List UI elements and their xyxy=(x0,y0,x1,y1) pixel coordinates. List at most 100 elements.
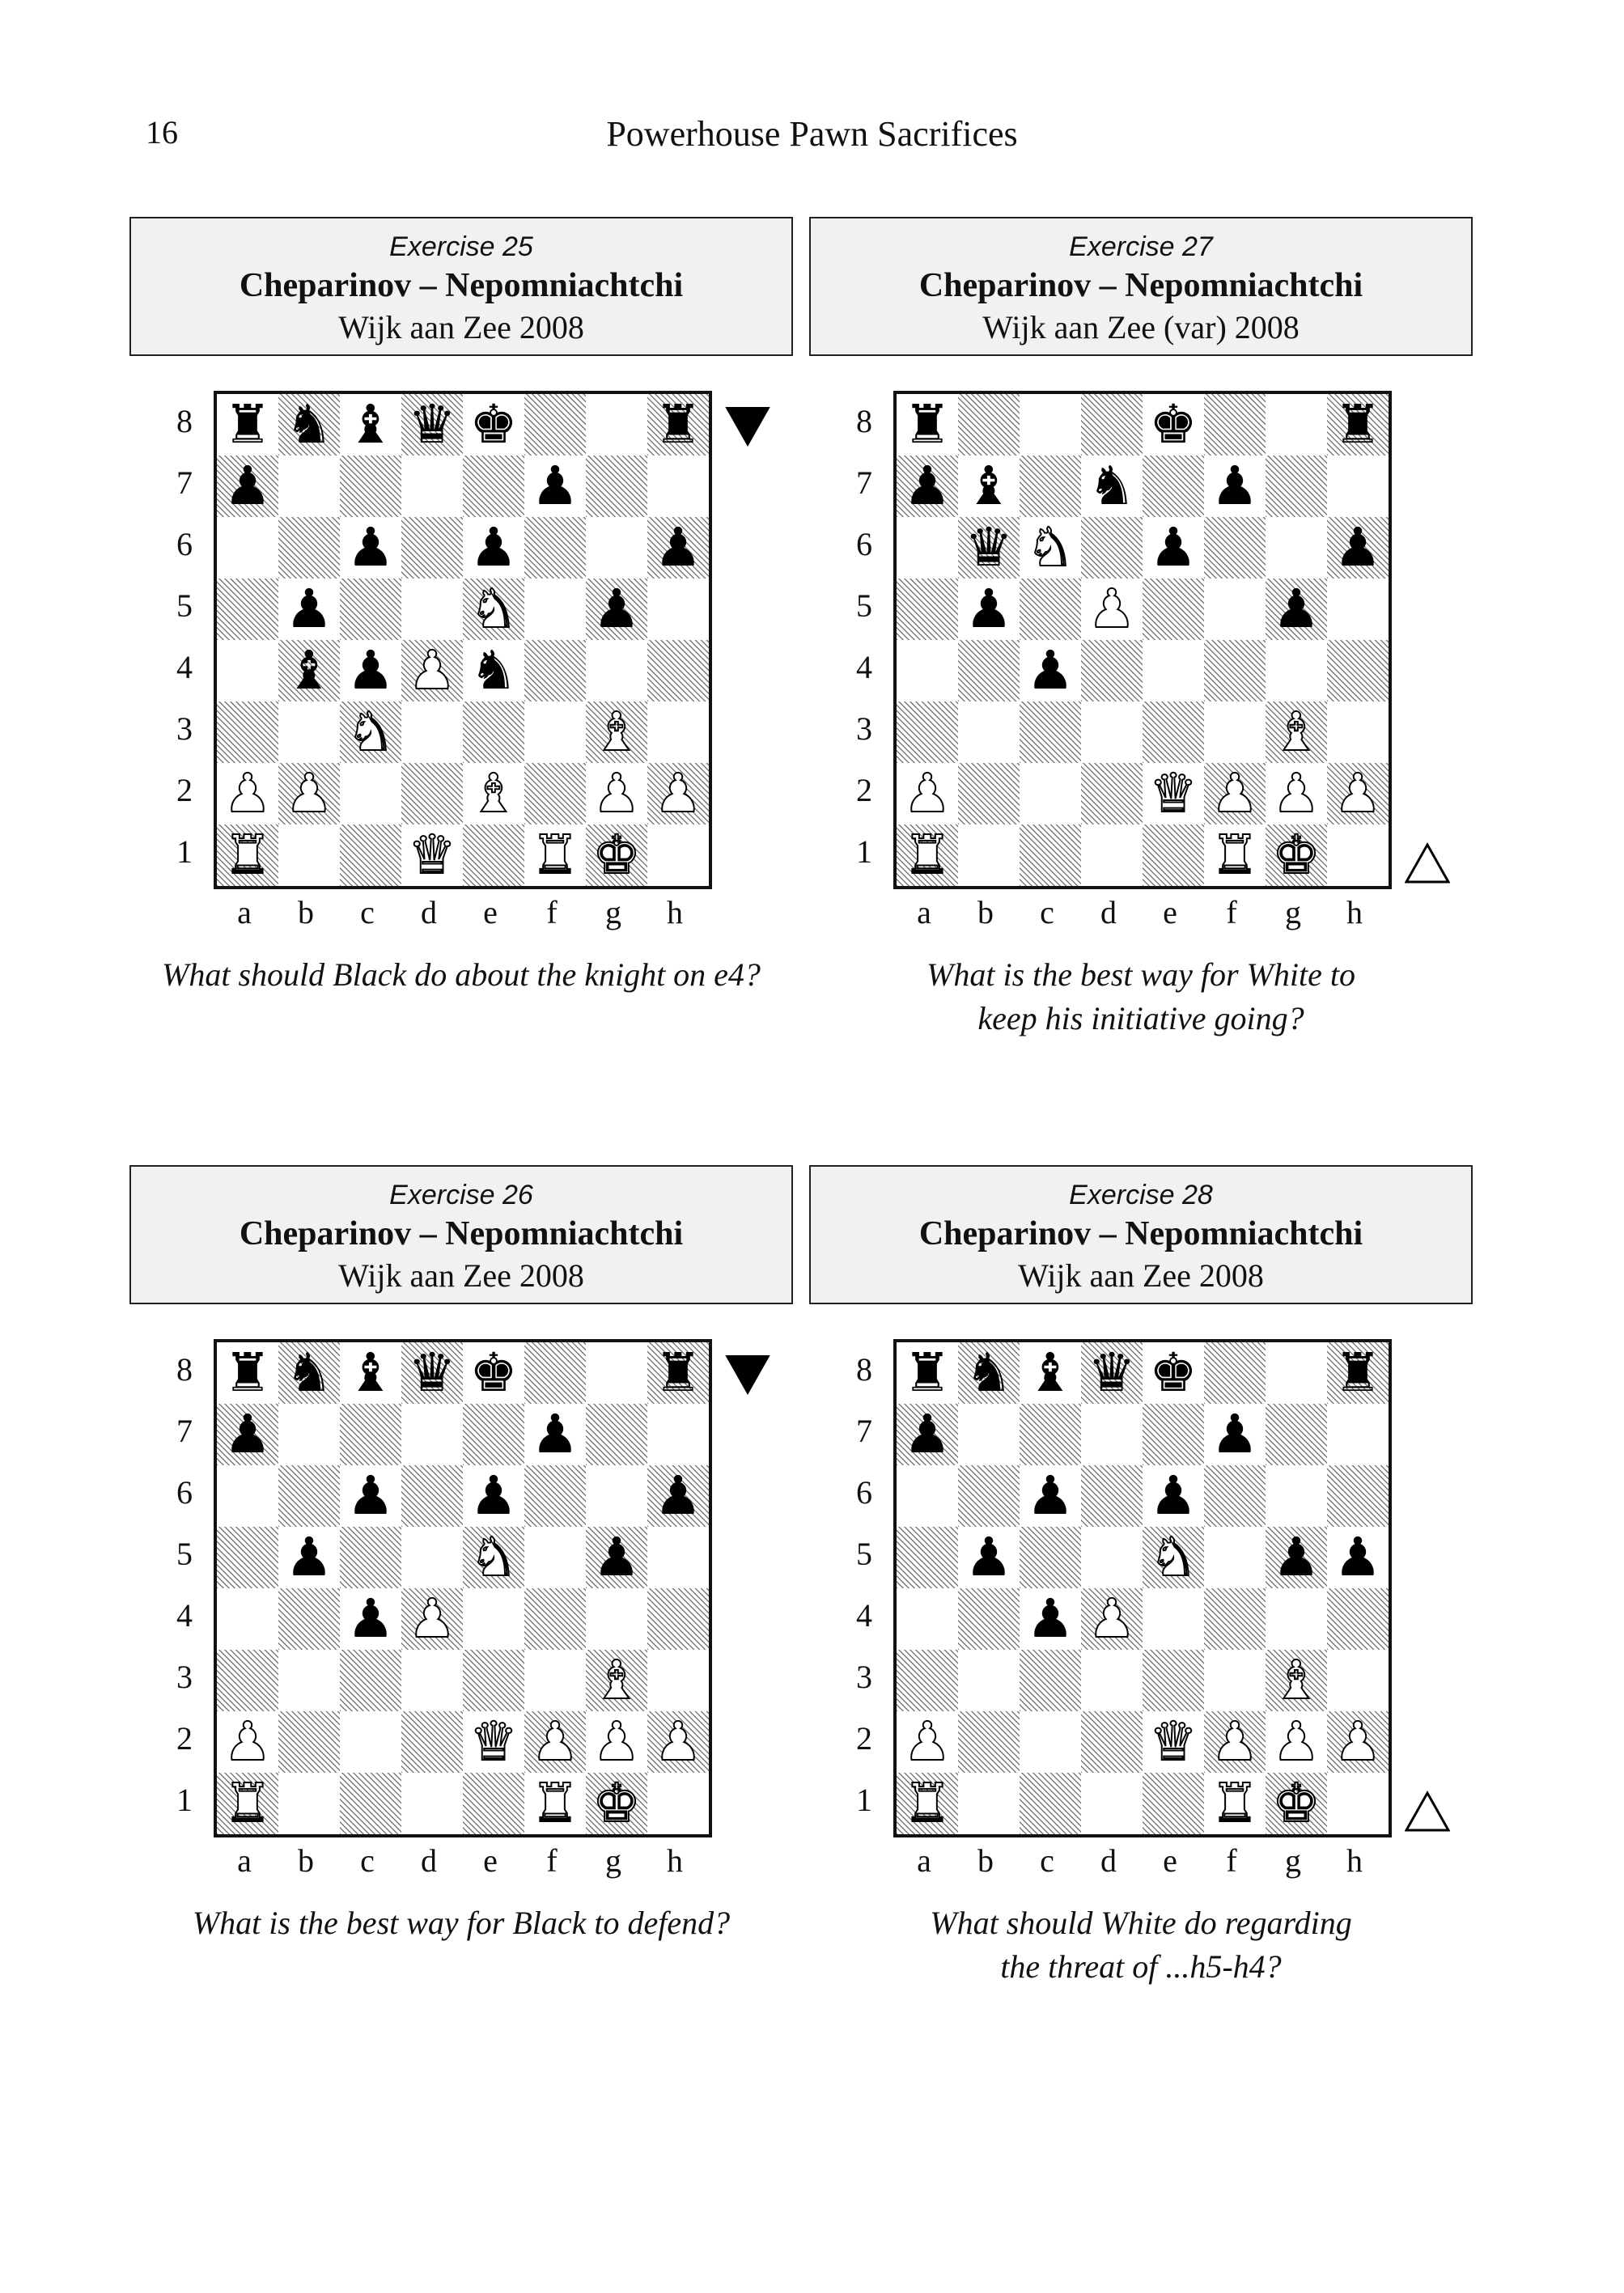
square-c3 xyxy=(1020,1650,1081,1711)
square-b4 xyxy=(278,1588,340,1650)
black-bishop-icon: ♝ xyxy=(346,393,395,456)
square-h4 xyxy=(1327,1588,1389,1650)
square-d4: ♟ xyxy=(1081,1587,1143,1651)
black-rook-icon: ♜ xyxy=(223,1341,272,1404)
white-pawn-icon: ♟ xyxy=(223,762,272,825)
square-g8 xyxy=(586,394,647,456)
exercise-label: Exercise 25 xyxy=(389,231,533,262)
square-b3 xyxy=(958,1650,1020,1711)
square-a1: ♜ xyxy=(217,824,278,887)
square-d2 xyxy=(401,1711,463,1773)
white-knight-icon: ♞ xyxy=(1148,1526,1198,1589)
question-line: the threat of ...h5-h4? xyxy=(1000,1948,1282,1985)
square-e3 xyxy=(1143,1650,1204,1711)
file-label: c xyxy=(1040,1842,1054,1879)
square-c8: ♝ xyxy=(340,394,401,456)
square-g7 xyxy=(1266,456,1327,517)
square-a1: ♜ xyxy=(897,824,958,887)
black-queen-icon: ♛ xyxy=(965,516,1013,579)
question-line: What should Black do about the knight on… xyxy=(162,956,761,993)
question-line: keep his initiative going? xyxy=(977,1000,1304,1036)
square-e6: ♟ xyxy=(463,517,524,579)
square-g5: ♟ xyxy=(1266,1527,1327,1588)
file-label: e xyxy=(1163,894,1177,930)
file-label: h xyxy=(667,894,683,930)
black-pawn-icon: ♟ xyxy=(346,639,395,701)
white-queen-icon: ♛ xyxy=(469,1710,518,1774)
exercise-players: Cheparinov – Nepomniachtchi xyxy=(239,1215,684,1252)
file-label: h xyxy=(667,1842,683,1879)
square-a5 xyxy=(217,1527,278,1588)
square-c8 xyxy=(1020,394,1081,456)
square-h4 xyxy=(647,640,709,701)
square-f1: ♜ xyxy=(1204,1772,1266,1835)
black-pawn-icon: ♟ xyxy=(531,455,579,517)
square-e5: ♞ xyxy=(1143,1526,1204,1589)
rank-label: 5 xyxy=(176,1536,193,1572)
black-pawn-icon: ♟ xyxy=(531,1403,579,1465)
file-label: a xyxy=(237,1842,252,1879)
rank-label: 7 xyxy=(856,464,872,501)
rank-label: 3 xyxy=(856,710,872,747)
square-b1 xyxy=(278,1773,340,1834)
square-c1 xyxy=(340,1773,401,1834)
exercise-event: Wijk aan Zee 2008 xyxy=(1018,1257,1264,1294)
square-a3 xyxy=(217,701,278,763)
square-f3 xyxy=(1204,1650,1266,1711)
square-f6 xyxy=(524,517,586,579)
black-queen-icon: ♛ xyxy=(1088,1341,1136,1404)
square-h2: ♟ xyxy=(1327,1710,1389,1774)
square-g4 xyxy=(586,1588,647,1650)
rank-label: 2 xyxy=(856,772,872,808)
black-pawn-icon: ♟ xyxy=(1211,1403,1259,1465)
square-g3: ♝ xyxy=(586,1649,647,1712)
rank-label: 8 xyxy=(856,403,872,439)
square-e3 xyxy=(1143,701,1204,763)
rank-label: 1 xyxy=(856,1782,872,1818)
file-label: h xyxy=(1346,1842,1363,1879)
file-label: a xyxy=(917,1842,931,1879)
file-label: g xyxy=(605,894,621,930)
exercise-event: Wijk aan Zee 2008 xyxy=(338,309,584,345)
white-pawn-icon: ♟ xyxy=(653,1710,702,1774)
square-a8: ♜ xyxy=(897,1342,958,1404)
rank-label: 5 xyxy=(856,1536,872,1572)
square-g4 xyxy=(1266,1588,1327,1650)
square-h3 xyxy=(1327,701,1389,763)
white-pawn-icon: ♟ xyxy=(407,1587,456,1651)
square-g5: ♟ xyxy=(586,1527,647,1588)
file-label: h xyxy=(1346,894,1363,930)
square-b7: ♝ xyxy=(958,456,1020,517)
square-h3 xyxy=(1327,1650,1389,1711)
square-b5: ♟ xyxy=(958,579,1020,640)
square-d3 xyxy=(1081,701,1143,763)
rank-label: 6 xyxy=(856,1474,872,1511)
square-e4 xyxy=(463,1588,524,1650)
black-pawn-icon: ♟ xyxy=(1272,1526,1321,1588)
black-pawn-icon: ♟ xyxy=(1149,516,1198,579)
black-pawn-icon: ♟ xyxy=(285,578,333,640)
square-d1 xyxy=(401,1773,463,1834)
black-bishop-icon: ♝ xyxy=(1026,1341,1075,1404)
exercise-header: Exercise 28 Cheparinov – Nepomniachtchi … xyxy=(809,1165,1473,1304)
square-f8 xyxy=(524,394,586,456)
square-h6: ♟ xyxy=(647,1465,709,1527)
white-rook-icon: ♜ xyxy=(902,824,952,887)
exercise-header: Exercise 25 Cheparinov – Nepomniachtchi … xyxy=(129,217,793,356)
square-d5 xyxy=(401,579,463,640)
square-c6: ♞ xyxy=(1020,516,1081,579)
white-pawn-icon: ♟ xyxy=(1210,762,1259,825)
square-c8: ♝ xyxy=(340,1342,401,1404)
white-to-move-icon xyxy=(1405,1790,1450,1832)
file-label: g xyxy=(1285,894,1301,930)
exercise-26: Exercise 26 Cheparinov – Nepomniachtchi … xyxy=(129,1165,793,2120)
square-e7 xyxy=(463,456,524,517)
square-c3 xyxy=(1020,701,1081,763)
question-line: What is the best way for White to xyxy=(926,956,1355,993)
file-label: e xyxy=(483,894,498,930)
square-f5 xyxy=(524,1527,586,1588)
square-h1 xyxy=(647,824,709,886)
